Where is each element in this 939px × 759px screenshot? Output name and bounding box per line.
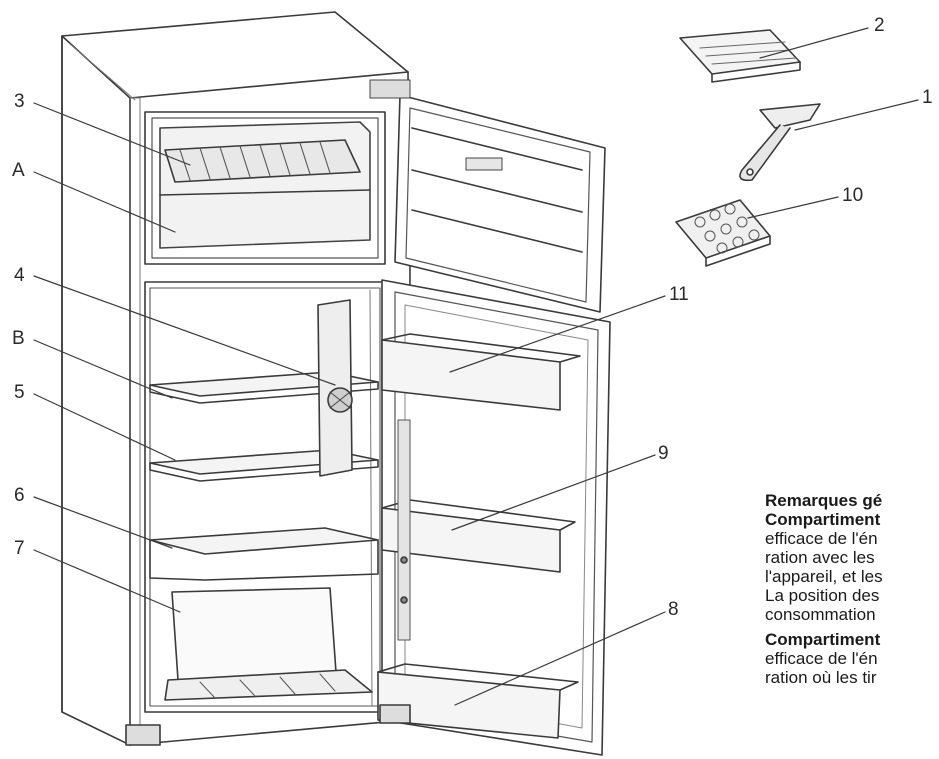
callout-B: B	[12, 328, 25, 349]
callout-A: A	[12, 160, 25, 181]
fridge-note-line: efficace de l'én	[765, 649, 878, 668]
fridge-door	[377, 279, 611, 756]
freezer-note-title: Compartiment	[765, 510, 881, 529]
leader-5	[33, 393, 176, 461]
leader-9	[451, 454, 656, 531]
freezer-door	[369, 79, 606, 313]
freezer-compartment	[144, 111, 386, 265]
leader-B	[33, 339, 173, 399]
freezer-note-line: l'appareil, et les	[765, 567, 883, 586]
callout-8: 8	[668, 599, 679, 620]
leader-11	[449, 295, 666, 373]
leader-4	[33, 275, 336, 386]
callout-5: 5	[14, 382, 25, 403]
leader-6	[33, 496, 173, 549]
leader-7	[33, 549, 181, 613]
leader-3	[33, 102, 191, 166]
freezer-note-line: ration avec les	[765, 548, 875, 567]
callout-3: 3	[14, 91, 25, 112]
leader-2	[759, 27, 869, 59]
leader-1	[794, 99, 919, 131]
leader-10	[747, 196, 839, 219]
callout-6: 6	[14, 485, 25, 506]
freezer-note-line: consommation	[765, 605, 876, 624]
freezer-note-line: efficace de l'én	[765, 529, 878, 548]
remarks-heading: Remarques gé	[765, 491, 883, 510]
fridge-note-line: ration où les tir	[765, 668, 877, 687]
leader-A	[33, 171, 176, 233]
callout-10: 10	[842, 185, 864, 206]
leader-8	[454, 611, 666, 706]
feet	[125, 704, 411, 746]
callout-4: 4	[14, 265, 25, 286]
callout-7: 7	[14, 538, 25, 559]
callout-1: 1	[922, 87, 933, 108]
fridge-compartment	[144, 281, 386, 713]
fridge-note-title: Compartiment	[765, 630, 881, 649]
freezer-note-line: La position des	[765, 586, 880, 605]
callout-9: 9	[658, 443, 669, 464]
ice-tray	[679, 29, 801, 83]
callout-11: 11	[669, 284, 689, 305]
callout-2: 2	[874, 15, 885, 36]
remarks-text: Remarques gé Compartiment efficace de l'…	[765, 491, 939, 687]
leader-lines	[33, 27, 919, 706]
ice-scraper	[739, 103, 821, 182]
egg-tray	[675, 199, 771, 267]
